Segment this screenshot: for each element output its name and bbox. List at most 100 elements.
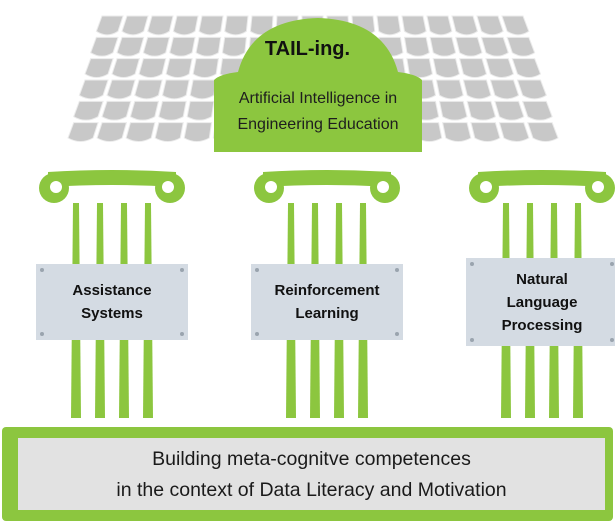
roof-tile xyxy=(195,36,222,57)
plate-rivet xyxy=(395,332,399,336)
plate-rivet xyxy=(40,268,44,272)
pillar-label-natural-language-processing: Natural Language Processing xyxy=(466,260,615,344)
pillar-1 xyxy=(36,170,188,418)
pillar-1-line-2: Systems xyxy=(81,305,143,322)
plate-rivet xyxy=(470,338,474,342)
roof-tile xyxy=(521,100,553,121)
roof-tile xyxy=(198,15,224,36)
roof-tile xyxy=(125,122,156,142)
roof-tile xyxy=(498,122,530,142)
roof-tile xyxy=(111,58,141,78)
roof-tile xyxy=(494,100,525,121)
roof-tile xyxy=(489,79,520,100)
plate-rivet xyxy=(255,268,259,272)
foundation-line-1: Building meta-cognitve competences xyxy=(152,448,471,470)
plate-rivet xyxy=(470,262,474,266)
foundation-panel xyxy=(18,438,605,510)
roof-tile xyxy=(480,36,509,57)
roof-tile xyxy=(462,79,492,100)
pillar-3-line-3: Processing xyxy=(501,316,583,334)
roof-tile xyxy=(429,36,457,57)
volute-right-eye xyxy=(377,181,389,193)
roof-tile xyxy=(73,100,104,121)
pillar-2-line-2: Learning xyxy=(295,305,359,322)
roof-tile xyxy=(172,15,199,36)
roof-tile xyxy=(432,58,460,78)
pillar-capital xyxy=(48,170,176,187)
plate-rivet xyxy=(180,332,184,336)
roof-tile xyxy=(95,15,124,36)
roof-tile xyxy=(401,15,427,36)
roof-tile xyxy=(476,15,504,36)
pillar-capital xyxy=(263,170,391,187)
roof-tile xyxy=(101,100,132,121)
roof-tile xyxy=(165,58,193,78)
roof-tile xyxy=(189,79,217,100)
roof-tile xyxy=(134,79,163,100)
foundation-text: Building meta-cognitve competences in th… xyxy=(20,444,603,506)
roof-tile xyxy=(106,79,136,100)
plate-rivet xyxy=(395,268,399,272)
plate-rivet xyxy=(180,268,184,272)
pillars xyxy=(36,170,615,418)
roof-subtitle-line-2: Engineering Education xyxy=(237,116,399,133)
roof-subtitle-line-1: Artificial Intelligence in xyxy=(238,90,398,107)
roof-tile xyxy=(455,36,483,57)
volute-right-eye xyxy=(162,181,174,193)
roof-tile xyxy=(501,15,530,36)
roof-tile xyxy=(516,79,547,100)
roof-tile xyxy=(90,36,119,57)
pillar-3-line-2: Language xyxy=(506,293,578,311)
volute-left-eye xyxy=(265,181,277,193)
plate-rivet xyxy=(610,338,614,342)
roof-subtitle: Artificial Intelligence in Engineering E… xyxy=(208,86,428,138)
pillar-plate xyxy=(251,264,403,340)
pillar-1-line-1: Assistance xyxy=(72,282,152,299)
roof-tile xyxy=(435,79,464,100)
roof-tile xyxy=(221,36,247,57)
pillar-plate xyxy=(466,258,615,346)
roof-tile xyxy=(147,15,174,36)
roof-tile xyxy=(84,58,114,78)
roof-tile xyxy=(224,15,249,36)
pillar-3-line-1: Natural xyxy=(516,270,568,288)
roof-tile xyxy=(138,58,167,78)
pillar-label-assistance-systems: Assistance Systems xyxy=(36,266,188,338)
roof-tile xyxy=(506,36,536,57)
roof-tile xyxy=(78,79,109,100)
pillar-2 xyxy=(251,170,403,418)
roof-tile xyxy=(511,58,542,78)
plate-rivet xyxy=(255,332,259,336)
volute-right-eye xyxy=(592,181,604,193)
roof-tile xyxy=(158,100,187,121)
foundation-line-2: in the context of Data Literacy and Moti… xyxy=(116,479,507,501)
roof-tile xyxy=(527,122,559,142)
roof-tile xyxy=(186,100,215,121)
roof-tile xyxy=(129,100,160,121)
roof-tile xyxy=(466,100,496,121)
roof-tile xyxy=(403,36,430,57)
pillar-3 xyxy=(466,170,615,418)
roof-tile xyxy=(458,58,488,78)
roof-tile xyxy=(116,36,145,57)
roof-tile xyxy=(192,58,220,78)
roof-title: TAIL-ing. xyxy=(264,38,351,60)
pillar-capital xyxy=(478,170,606,187)
pillar-plate xyxy=(36,264,188,340)
pillar-2-line-1: Reinforcement xyxy=(274,282,380,299)
roof-tile xyxy=(438,100,468,121)
roof-tile xyxy=(67,122,99,142)
plate-rivet xyxy=(40,332,44,336)
volute-left-eye xyxy=(50,181,62,193)
roof-tile xyxy=(154,122,184,142)
roof-tile xyxy=(161,79,190,100)
roof-tile xyxy=(142,36,170,57)
roof-tile xyxy=(442,122,472,142)
roof-tile xyxy=(485,58,515,78)
roof-tile xyxy=(183,122,213,142)
plate-rivet xyxy=(610,262,614,266)
volute-left-eye xyxy=(480,181,492,193)
pillar-label-reinforcement-learning: Reinforcement Learning xyxy=(251,266,403,338)
